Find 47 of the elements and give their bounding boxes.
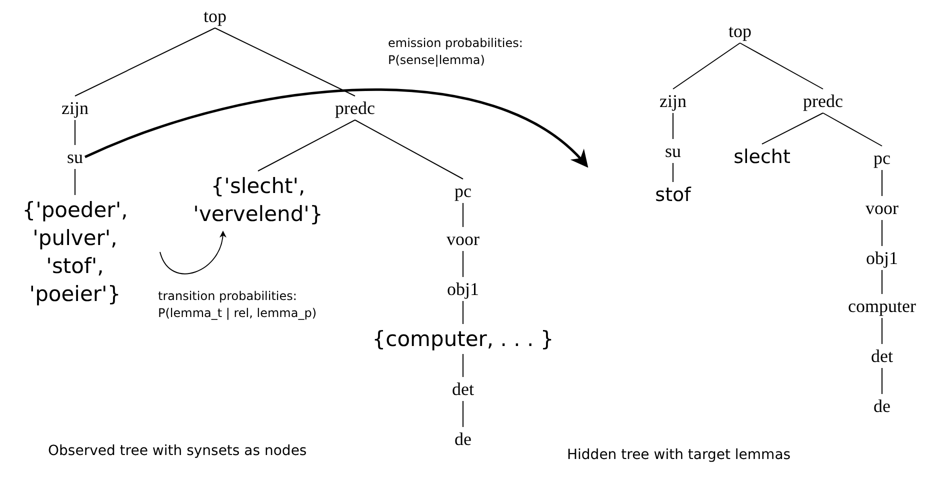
- tree-line: [740, 42, 824, 90]
- tree-line: [74, 28, 216, 96]
- tree-line: [462, 202, 464, 228]
- relation-label: pc: [874, 147, 890, 169]
- curved-arrow: [84, 88, 588, 168]
- relation-label: top: [728, 20, 752, 42]
- annotation-text: emission probabilities: P(sense|lemma): [388, 35, 524, 69]
- relation-label: predc: [335, 97, 375, 119]
- relation-label: su: [665, 140, 681, 162]
- word-label: de: [454, 428, 472, 450]
- tree-line: [672, 162, 674, 182]
- relation-label: su: [67, 146, 83, 168]
- tree-line: [672, 112, 674, 140]
- relation-label: det: [452, 378, 474, 400]
- relation-label: det: [871, 345, 893, 367]
- tree-line: [214, 28, 356, 96]
- relation-label: obj1: [447, 278, 479, 300]
- synset-label: {computer, . . . }: [372, 325, 554, 353]
- relation-label: predc: [803, 90, 843, 112]
- tree-line: [74, 120, 76, 146]
- tree-line: [462, 300, 464, 324]
- tree-line: [354, 120, 464, 180]
- word-label: zijn: [660, 90, 686, 112]
- relation-label: top: [204, 5, 226, 27]
- synset-label: {'poeder', 'pulver', 'stof', 'poeier'}: [5, 196, 145, 308]
- relation-label: pc: [454, 180, 472, 202]
- tree-line: [822, 112, 882, 146]
- lemma-label: slecht: [734, 145, 790, 169]
- synset-label: {'slecht', 'vervelend'}: [170, 172, 346, 228]
- tree-line: [672, 42, 740, 90]
- tree-line: [462, 250, 464, 278]
- annotation-text: transition probabilities: P(lemma_t | rel, lemma_p): [158, 288, 318, 322]
- lemma-label: stof: [655, 183, 691, 207]
- tree-line: [762, 112, 824, 144]
- tree-line: [74, 168, 76, 196]
- word-label: voor: [446, 228, 480, 250]
- caption-text: Hidden tree with target lemmas: [567, 447, 791, 464]
- tree-line: [258, 120, 356, 172]
- word-label: computer: [848, 295, 916, 317]
- relation-label: obj1: [866, 247, 898, 269]
- word-label: zijn: [62, 97, 88, 119]
- tree-line: [462, 400, 464, 428]
- caption-text: Observed tree with synsets as nodes: [48, 443, 307, 460]
- word-label: voor: [866, 197, 898, 219]
- word-label: de: [874, 395, 890, 417]
- curved-arrow: [160, 230, 226, 274]
- tree-line: [462, 354, 464, 378]
